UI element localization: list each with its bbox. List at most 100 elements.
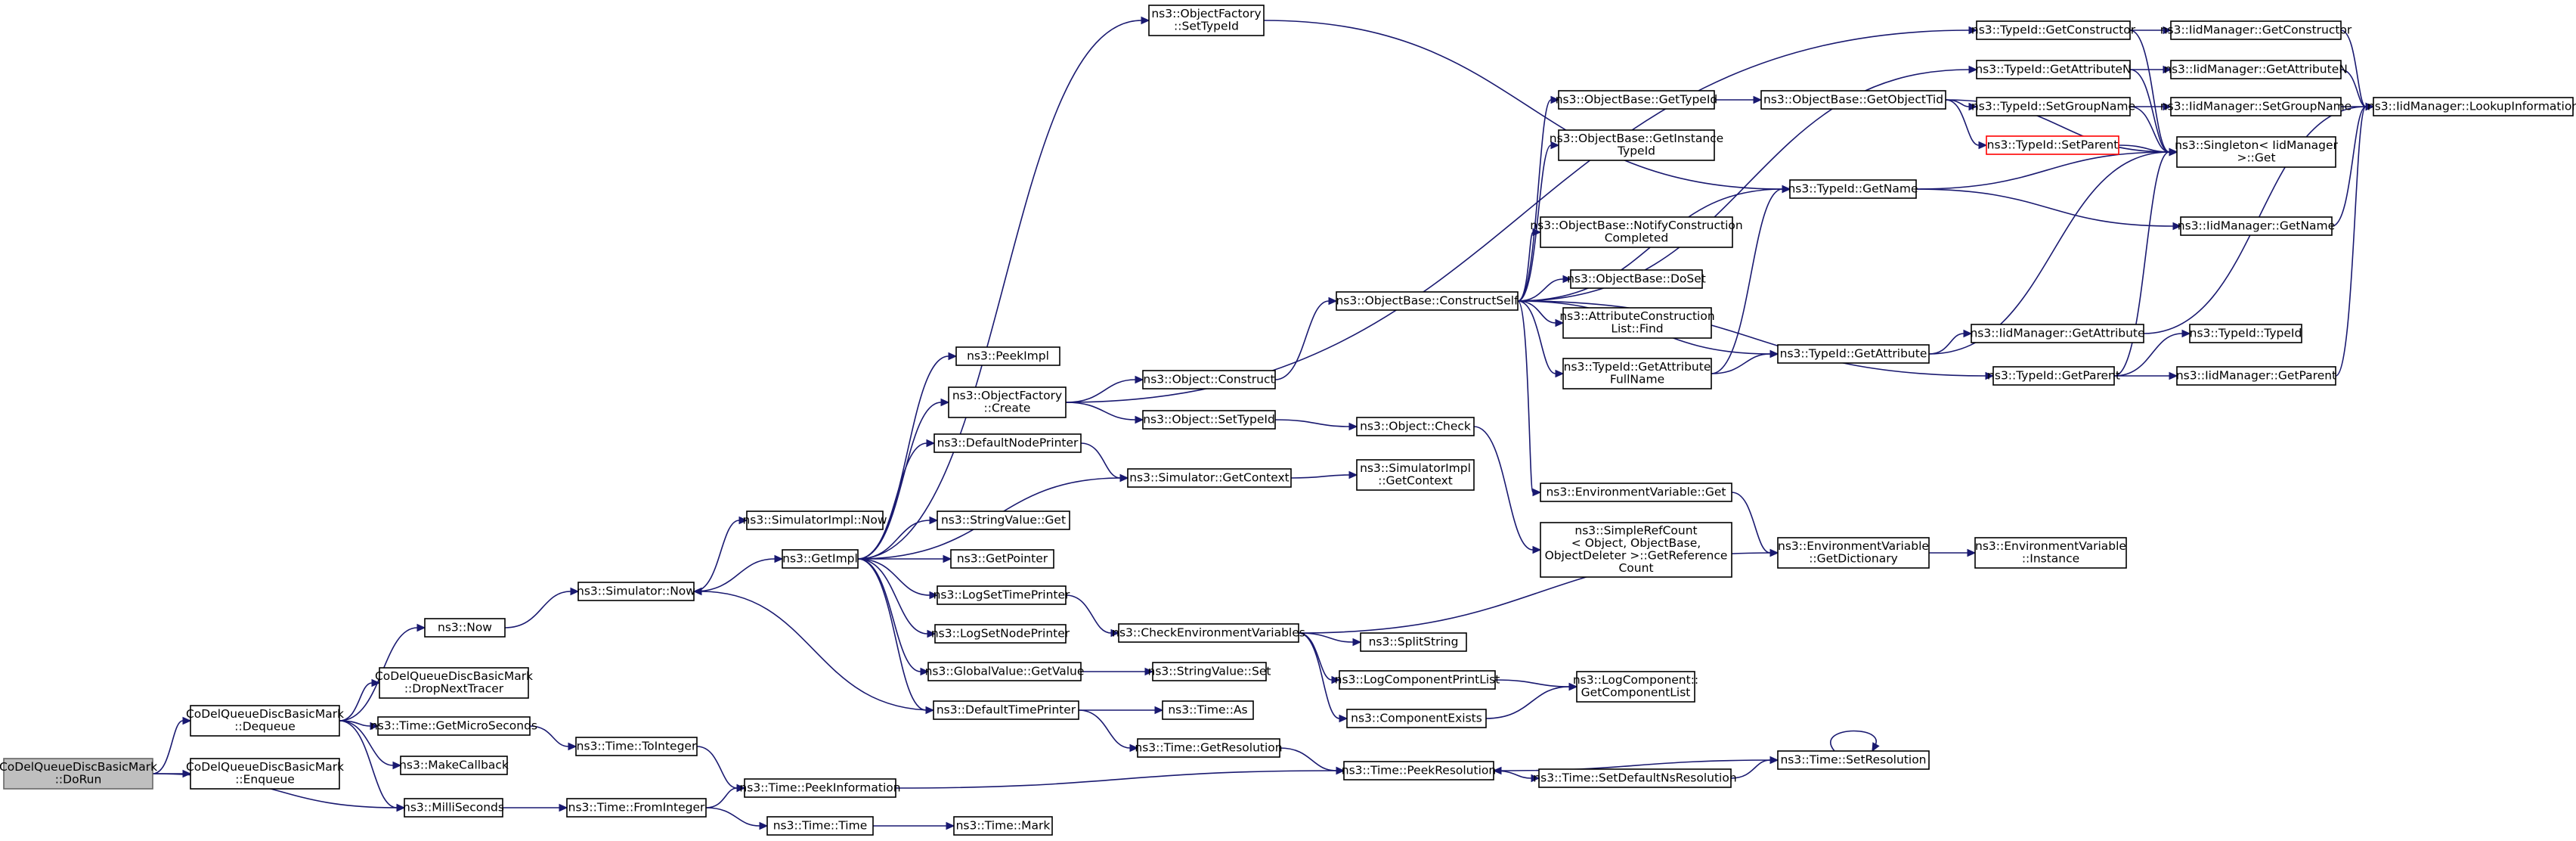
node-getimpl[interactable]: ns3::GetImpl xyxy=(782,549,859,569)
edge-arrowhead xyxy=(1555,318,1565,327)
node-logsettime[interactable]: ns3::LogSetTimePrinter xyxy=(933,585,1070,605)
node-getpointer[interactable]: ns3::GetPointer xyxy=(950,549,1054,569)
edge-arrowhead xyxy=(2169,147,2178,157)
node-obnotify[interactable]: ns3::ObjectBase::NotifyConstructionCompl… xyxy=(1530,216,1743,248)
node-objsettypeid[interactable]: ns3::Object::SetTypeId xyxy=(1142,410,1276,430)
node-envget[interactable]: ns3::EnvironmentVariable::Get xyxy=(1540,483,1732,502)
node-milli[interactable]: ns3::MilliSeconds xyxy=(403,798,504,818)
node-lookup[interactable]: ns3::IidManager::LookupInformation xyxy=(2367,97,2576,116)
edge-ofcreate-objconstruct xyxy=(1065,379,1136,403)
node-timetime[interactable]: ns3::Time::Time xyxy=(766,816,874,836)
node-peekres[interactable]: ns3::Time::PeekResolution xyxy=(1342,761,1496,780)
edge-arrowhead xyxy=(1550,95,1560,104)
node-objcheck[interactable]: ns3::Object::Check xyxy=(1356,417,1475,436)
node-tidgetctor[interactable]: ns3::TypeId::GetConstructor xyxy=(1971,20,2136,40)
node-envinst[interactable]: ns3::EnvironmentVariable::Instance xyxy=(1974,537,2127,569)
node-label: ns3::Time::GetResolution xyxy=(1135,740,1282,754)
node-label: ns3::TypeId::GetConstructor xyxy=(1971,23,2136,36)
node-tidgetparent[interactable]: ns3::TypeId::GetParent xyxy=(1987,366,2120,386)
node-label: CoDelQueueDiscBasicMark xyxy=(186,707,344,721)
node-toint[interactable]: ns3::Time::ToInteger xyxy=(575,737,698,756)
node-timeas[interactable]: ns3::Time::As xyxy=(1162,700,1254,720)
node-logsetnode[interactable]: ns3::LogSetNodePrinter xyxy=(931,624,1070,644)
node-label: ns3::TypeId::TypeId xyxy=(2190,326,2302,340)
node-simimplctx[interactable]: ns3::SimulatorImpl::GetContext xyxy=(1356,459,1475,491)
node-label: ns3::Object::Check xyxy=(1360,419,1471,433)
node-refcount[interactable]: ns3::SimpleRefCount< Object, ObjectBase,… xyxy=(1540,522,1732,578)
node-objconstruct[interactable]: ns3::Object::Construct xyxy=(1142,370,1276,389)
edge-arrowhead xyxy=(370,722,379,731)
node-box xyxy=(190,705,340,737)
node-lcgetlist[interactable]: ns3::LogComponent::GetComponentList xyxy=(1573,671,1698,703)
node-dequeue[interactable]: CoDelQueueDiscBasicMark::Dequeue xyxy=(186,705,344,737)
node-construct[interactable]: ns3::ObjectBase::ConstructSelf xyxy=(1336,291,1519,311)
node-label: ns3::Time::As xyxy=(1168,703,1247,716)
node-idmsetgroup[interactable]: ns3::IidManager::SetGroupName xyxy=(2160,97,2352,116)
node-box xyxy=(2189,324,2302,343)
edge-idmgetctor-lookup xyxy=(2340,29,2367,107)
node-simimplnow[interactable]: ns3::SimulatorImpl::Now xyxy=(742,510,887,530)
node-gvgetvalue[interactable]: ns3::GlobalValue::GetValue xyxy=(925,662,1085,681)
node-strset[interactable]: ns3::StringValue::Set xyxy=(1148,662,1271,681)
node-tidgetname[interactable]: ns3::TypeId::GetName xyxy=(1788,179,1918,199)
node-box xyxy=(1356,459,1475,491)
node-idmgetname[interactable]: ns3::IidManager::GetName xyxy=(2178,216,2335,236)
node-setypeid[interactable]: ns3::ObjectFactory::SetTypeId xyxy=(1148,5,1265,36)
node-makecb[interactable]: ns3::MakeCallback xyxy=(399,756,509,775)
edge-arrowhead xyxy=(1769,349,1779,358)
node-obgetobjtid[interactable]: ns3::ObjectBase::GetObjectTid xyxy=(1760,90,1946,110)
node-defnodeprinter[interactable]: ns3::DefaultNodePrinter xyxy=(933,433,1082,453)
node-compexists[interactable]: ns3::ComponentExists xyxy=(1346,709,1487,728)
node-fromint[interactable]: ns3::Time::FromInteger xyxy=(566,798,707,818)
node-tidsetparent[interactable]: ns3::TypeId::SetParent xyxy=(1986,135,2119,155)
node-peekimpl[interactable]: ns3::PeekImpl xyxy=(955,346,1060,366)
node-idmgetctor[interactable]: ns3::IidManager::GetConstructor xyxy=(2160,20,2352,40)
node-tidsetgroup[interactable]: ns3::TypeId::SetGroupName xyxy=(1971,97,2135,116)
node-mark[interactable]: ns3::Time::Mark xyxy=(953,816,1053,836)
node-tidtypeid[interactable]: ns3::TypeId::TypeId xyxy=(2189,324,2302,343)
node-envdict[interactable]: ns3::EnvironmentVariable::GetDictionary xyxy=(1777,537,1930,569)
node-strget[interactable]: ns3::StringValue::Get xyxy=(937,510,1070,530)
node-setdefres[interactable]: ns3::Time::SetDefaultNsResolution xyxy=(1533,768,1737,788)
node-box xyxy=(424,618,506,638)
edge-arrowhead xyxy=(1872,742,1880,753)
node-idmgetattr[interactable]: ns3::IidManager::GetAttribute xyxy=(1970,324,2145,343)
edge-getimpl-strget xyxy=(857,520,930,560)
node-checkenv[interactable]: ns3::CheckEnvironmentVariables xyxy=(1112,623,1305,643)
node-timesetres[interactable]: ns3::Time::SetResolution xyxy=(1777,750,1930,770)
node-label: ns3::Time::Time xyxy=(773,818,868,832)
node-idmgetparent[interactable]: ns3::IidManager::GetParent xyxy=(2176,366,2336,386)
edge-arrowhead xyxy=(1135,415,1144,424)
node-getres[interactable]: ns3::Time::GetResolution xyxy=(1135,738,1283,758)
node-obgettypeid[interactable]: ns3::ObjectBase::GetTypeId xyxy=(1556,90,1718,110)
node-box xyxy=(1152,662,1267,681)
node-tidgetattrn[interactable]: ns3::TypeId::GetAttributeN xyxy=(1975,60,2132,79)
node-enqueue[interactable]: CoDelQueueDiscBasicMark::Enqueue xyxy=(186,758,344,790)
node-box xyxy=(934,624,1067,644)
node-simnow[interactable]: ns3::Simulator::Now xyxy=(577,582,695,601)
node-tidgetattr[interactable]: ns3::TypeId::GetAttribute xyxy=(1777,344,1930,364)
node-label: ns3::ObjectBase::GetObjectTid xyxy=(1763,92,1943,106)
node-singleton[interactable]: ns3::Singleton< IidManager>::Get xyxy=(2175,136,2339,168)
node-simgetctx[interactable]: ns3::Simulator::GetContext xyxy=(1127,468,1292,488)
edge-arrowhead xyxy=(2181,329,2191,338)
node-splitstr[interactable]: ns3::SplitString xyxy=(1360,632,1467,652)
node-deftimeprinter[interactable]: ns3::DefaultTimePrinter xyxy=(933,700,1079,720)
node-obdoset[interactable]: ns3::ObjectBase::DoSet xyxy=(1567,269,1706,289)
edge-lcprintlist-lcgetlist xyxy=(1494,679,1570,687)
node-getmicro[interactable]: ns3::Time::GetMicroSeconds xyxy=(370,716,537,736)
node-label: ObjectDeleter >::GetReference xyxy=(1545,549,1728,563)
node-idmgetattrn[interactable]: ns3::IidManager::GetAttributeN xyxy=(2164,60,2348,79)
node-now[interactable]: ns3::Now xyxy=(424,618,506,638)
edge-arrowhead xyxy=(1555,369,1565,378)
node-lcprintlist[interactable]: ns3::LogComponentPrintList xyxy=(1335,670,1500,690)
node-box xyxy=(379,667,529,699)
node-dropnext[interactable]: CoDelQueueDiscBasicMark::DropNextTracer xyxy=(375,667,533,699)
edge-objconstruct-construct xyxy=(1274,300,1330,380)
node-peekinfo[interactable]: ns3::Time::PeekInformation xyxy=(739,778,901,798)
node-label: ns3::StringValue::Set xyxy=(1148,664,1271,678)
node-ofcreate[interactable]: ns3::ObjectFactory::Create xyxy=(948,386,1067,418)
